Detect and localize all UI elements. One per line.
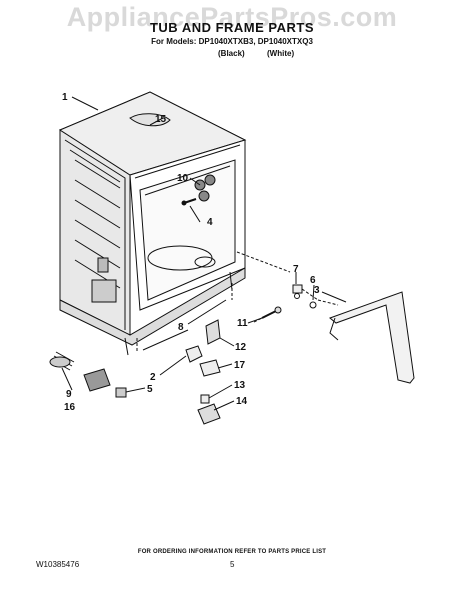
part-13-leg — [200, 394, 210, 404]
tub-assembly — [58, 91, 247, 356]
part-3-gasket — [329, 291, 415, 384]
callout-4: 4 — [207, 217, 213, 228]
callout-5: 5 — [147, 384, 153, 395]
part-6-nut — [309, 301, 317, 309]
page-title: TUB AND FRAME PARTS — [149, 20, 315, 35]
part-9-spring — [49, 351, 75, 371]
part-14-foot — [197, 403, 221, 425]
part-16-cover — [83, 368, 111, 392]
color-black-label: (Black) — [218, 49, 245, 58]
callout-13: 13 — [234, 380, 246, 391]
callout-6: 6 — [310, 275, 316, 286]
callout-14: 14 — [236, 396, 248, 407]
callout-7: 7 — [293, 264, 299, 275]
callout-10: 10 — [177, 173, 189, 184]
part-4-screw — [181, 198, 197, 206]
callout-17: 17 — [234, 360, 246, 371]
part-17-plate — [199, 359, 221, 377]
watermark: AppliancePartsPros.com — [66, 2, 398, 32]
callout-3: 3 — [314, 285, 320, 296]
part-5-block — [115, 387, 127, 398]
callout-15: 15 — [155, 114, 167, 125]
callout-9: 9 — [66, 389, 72, 400]
document-number: W10385476 — [36, 560, 80, 569]
callout-8: 8 — [178, 322, 184, 333]
color-white-label: (White) — [267, 49, 295, 58]
model-numbers: For Models: DP1040XTXB3, DP1040XTXQ3 — [151, 37, 313, 46]
callout-16: 16 — [64, 402, 76, 413]
callout-lines — [61, 96, 347, 411]
part-10-vent — [194, 174, 216, 202]
part-7-bracket — [292, 284, 303, 299]
ordering-note: FOR ORDERING INFORMATION REFER TO PARTS … — [137, 549, 327, 555]
callout-1: 1 — [62, 92, 68, 103]
part-2-clip — [185, 345, 203, 363]
page-number: 5 — [230, 560, 235, 569]
callout-2: 2 — [150, 372, 156, 383]
callout-11: 11 — [237, 318, 248, 329]
callout-12: 12 — [235, 342, 247, 353]
part-12-bracket — [205, 319, 221, 345]
part-11-screw — [261, 306, 282, 319]
